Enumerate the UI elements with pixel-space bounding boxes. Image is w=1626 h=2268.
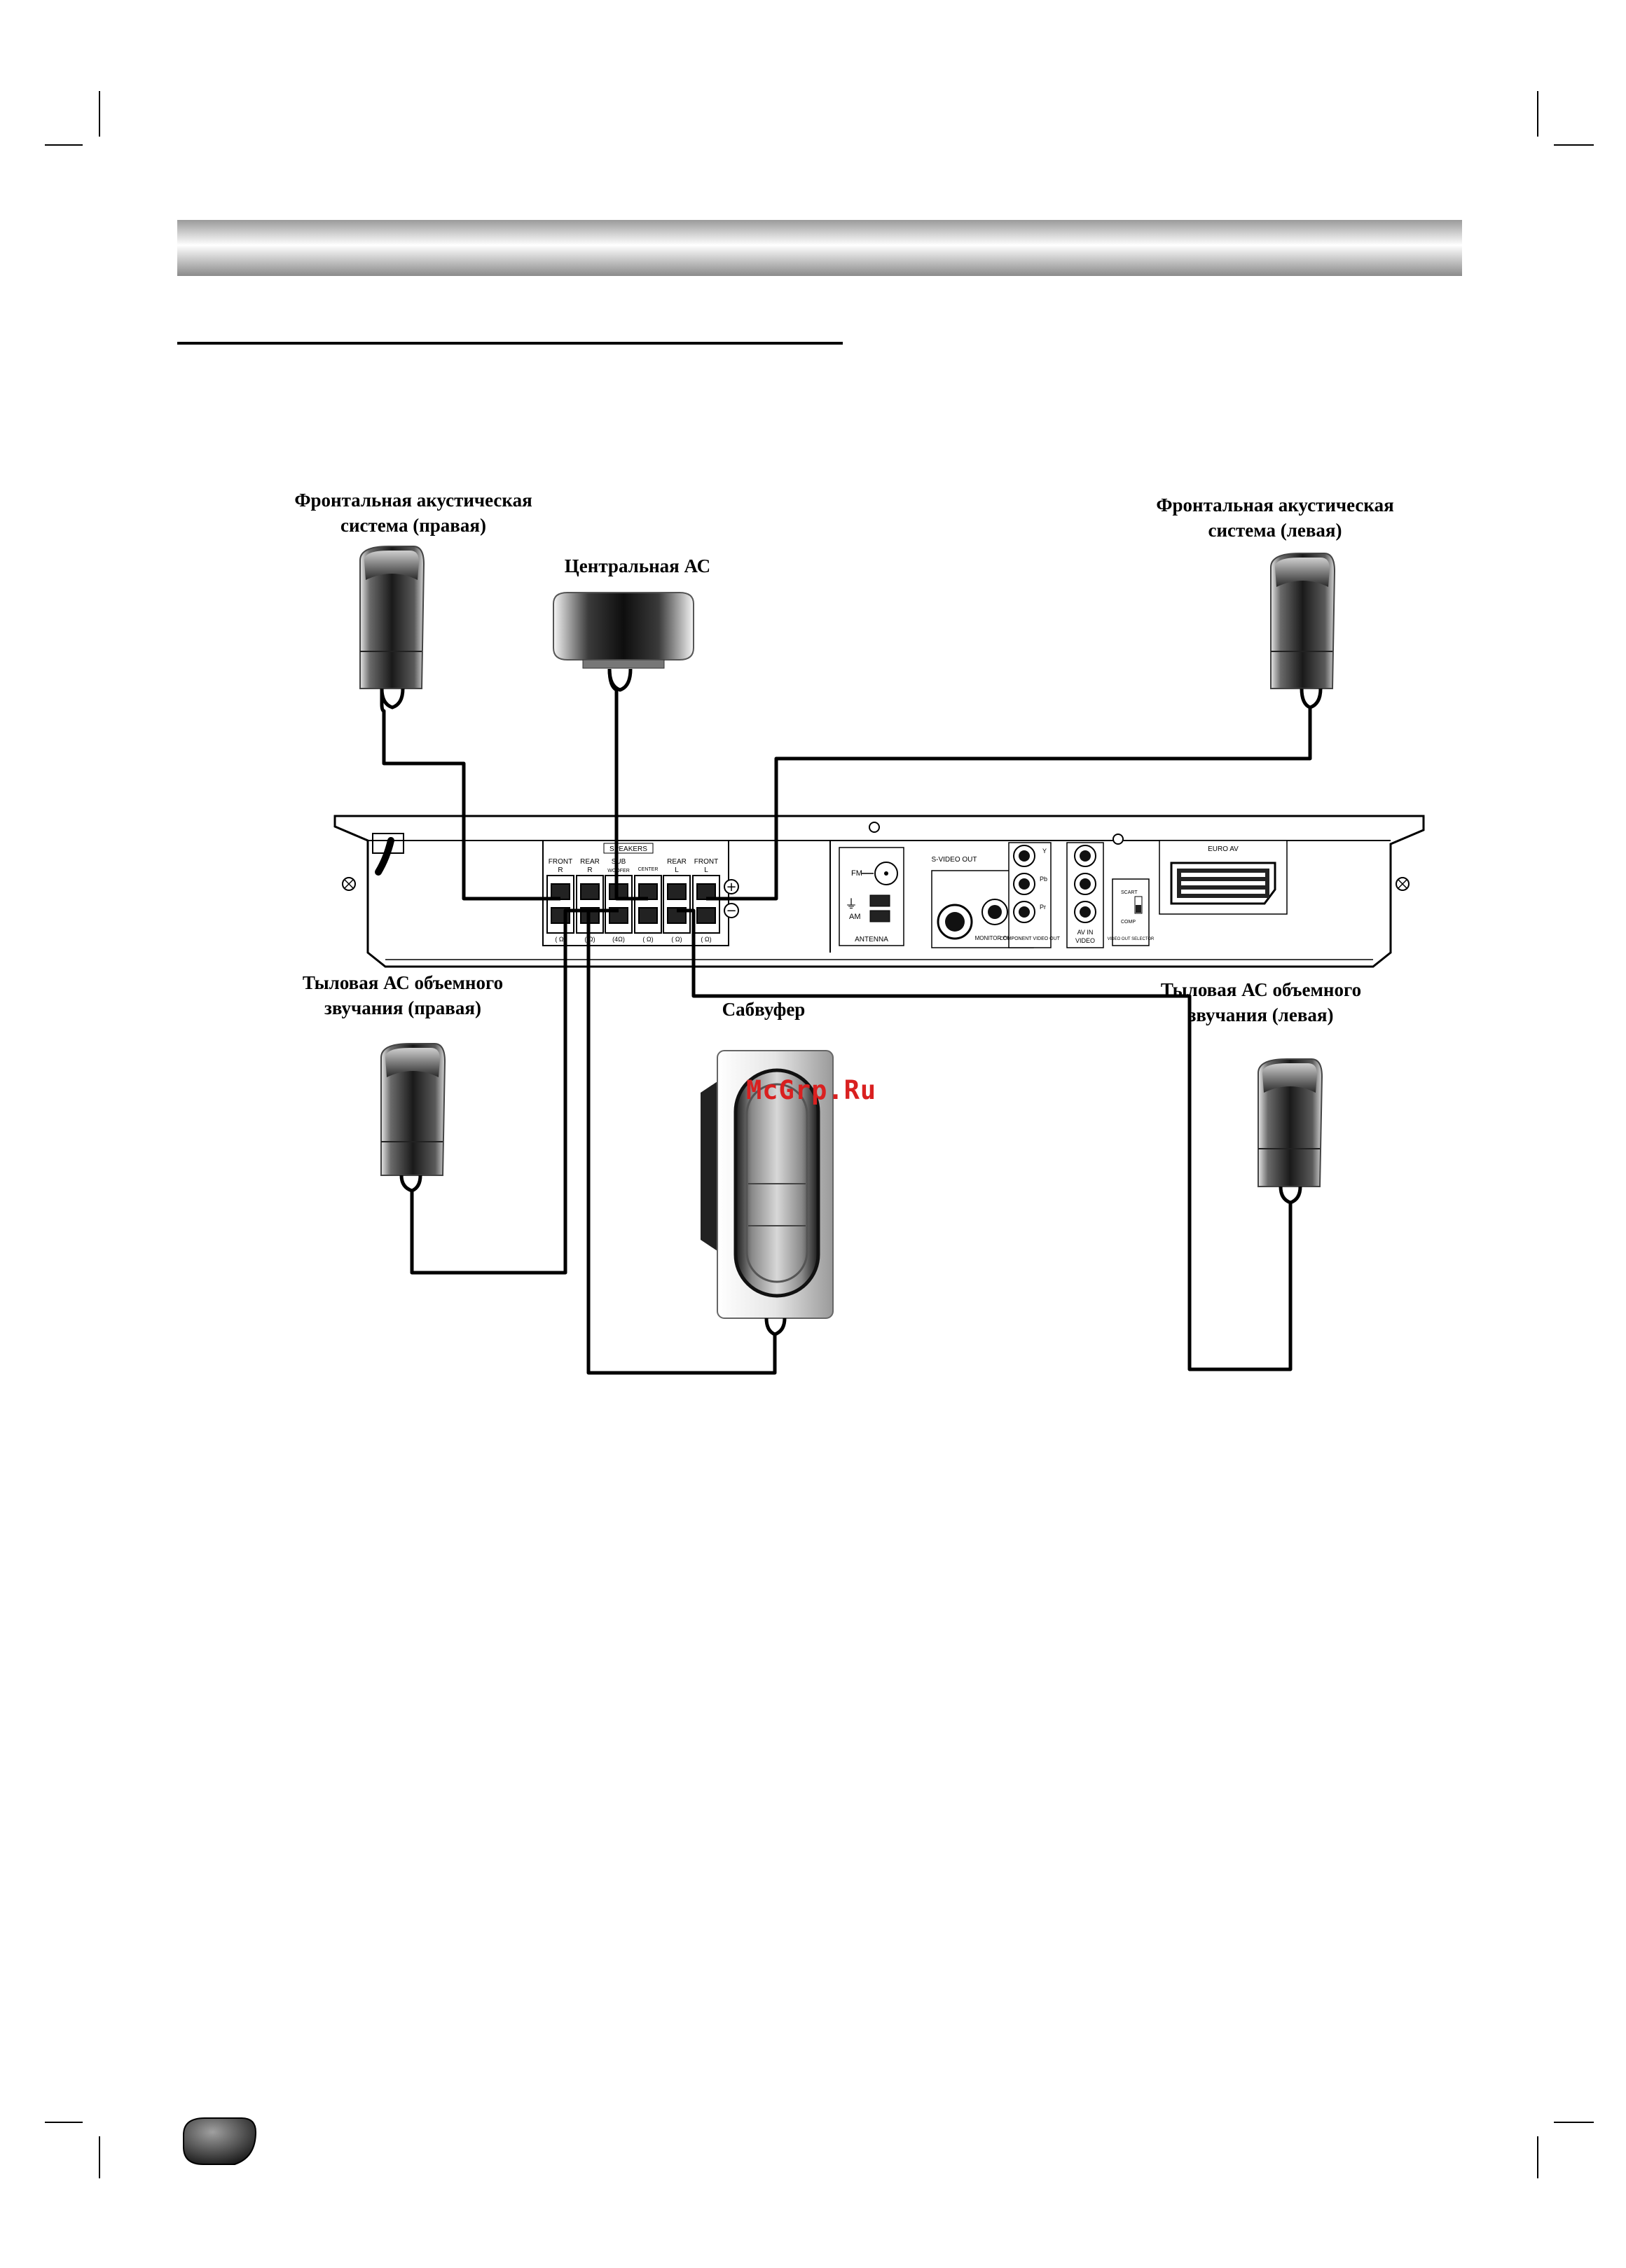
svg-text:( Ω): ( Ω) — [642, 936, 653, 943]
speaker-center — [553, 592, 694, 669]
label-line: звучания (левая) — [1188, 1004, 1334, 1025]
speakers-title: SPEAKERS — [609, 845, 647, 853]
svg-text:( Ω): ( Ω) — [555, 936, 565, 943]
label-line: Тыловая АС объемного — [1160, 979, 1362, 1000]
component-label: COMPONENT VIDEO OUT — [1000, 936, 1061, 941]
terminal-center-label: CENTER — [638, 867, 659, 872]
cable-rear-right — [399, 1175, 422, 1193]
label-front-right: Фронтальная акустическая система (правая… — [273, 488, 553, 538]
label-line: Центральная АС — [564, 555, 711, 576]
monitor-out-label: MONITOR OUT — [975, 935, 1015, 941]
comp-label: COMP — [1121, 920, 1136, 925]
terminal-front-l-sub: L — [704, 866, 708, 874]
svideo-label: S-VIDEO OUT — [931, 856, 977, 864]
fm-label: FM — [851, 869, 862, 878]
scart-label: SCART — [1121, 890, 1138, 895]
video-label: VIDEO — [1075, 937, 1095, 944]
av-in-label: AV IN — [1077, 929, 1094, 936]
label-rear-right: Тыловая АС объемного звучания (правая) — [287, 970, 518, 1021]
terminal-rear-r-label: REAR — [580, 858, 600, 866]
speaker-front-right — [359, 546, 425, 689]
section-rule — [177, 342, 843, 345]
plus-icon — [724, 879, 739, 894]
svg-text:( Ω): ( Ω) — [701, 936, 711, 943]
cable-front-left — [1300, 688, 1323, 710]
y-label: Y — [1042, 848, 1047, 855]
label-rear-left: Тыловая АС объемного звучания (левая) — [1135, 977, 1387, 1028]
terminal-rear-l-label: REAR — [667, 858, 687, 866]
cables — [380, 668, 1323, 1375]
pb-label: Pb — [1040, 876, 1047, 883]
speaker-front-left — [1270, 553, 1336, 689]
svg-text:(4Ω): (4Ω) — [612, 936, 625, 943]
label-line: Сабвуфер — [722, 999, 806, 1020]
terminal-front-l-label: FRONT — [694, 858, 718, 866]
am-label: AM — [849, 913, 861, 921]
label-line: Фронтальная акустическая — [294, 490, 532, 511]
plus-sign: + — [726, 880, 736, 894]
pr-label: Pr — [1040, 904, 1046, 911]
antenna-label: ANTENNA — [855, 936, 888, 943]
minus-sign: − — [726, 904, 736, 918]
minus-icon — [724, 903, 739, 918]
selector-label: VIDEO OUT SELECTOR — [1108, 937, 1155, 941]
terminal-rear-l-sub: L — [675, 866, 679, 874]
label-line: Фронтальная акустическая — [1156, 495, 1394, 516]
label-line: система (левая) — [1208, 520, 1342, 541]
speaker-rear-left — [1258, 1058, 1323, 1187]
terminal-rear-r-sub: R — [587, 866, 592, 874]
terminal-posts — [546, 875, 720, 934]
terminal-sub-sub: WOOFER — [607, 869, 630, 873]
terminal-front-r-sub: R — [558, 866, 563, 874]
subwoofer — [701, 1050, 834, 1319]
label-line: звучания (правая) — [324, 997, 481, 1018]
label-front-left: Фронтальная акустическая система (левая) — [1135, 492, 1415, 543]
speaker-rear-right — [380, 1043, 446, 1176]
label-line: система (правая) — [340, 515, 486, 536]
watermark: McGrp.Ru — [746, 1075, 877, 1105]
terminal-front-r-label: FRONT — [549, 858, 572, 866]
cable-subwoofer — [764, 1318, 787, 1336]
header-bar — [177, 220, 1462, 276]
page-number-tab — [183, 2117, 257, 2165]
ground-icon: ⏚ — [845, 897, 857, 912]
cable-front-right — [380, 689, 560, 901]
euro-av-label: EURO AV — [1208, 845, 1239, 853]
label-subwoofer: Сабвуфер — [673, 997, 855, 1022]
label-center: Центральная АС — [532, 553, 743, 579]
terminal-sub-label: SUB — [612, 858, 626, 866]
cable-rear-left — [1279, 1186, 1302, 1205]
svg-text:( Ω): ( Ω) — [671, 936, 682, 943]
label-line: Тыловая АС объемного — [302, 972, 504, 993]
